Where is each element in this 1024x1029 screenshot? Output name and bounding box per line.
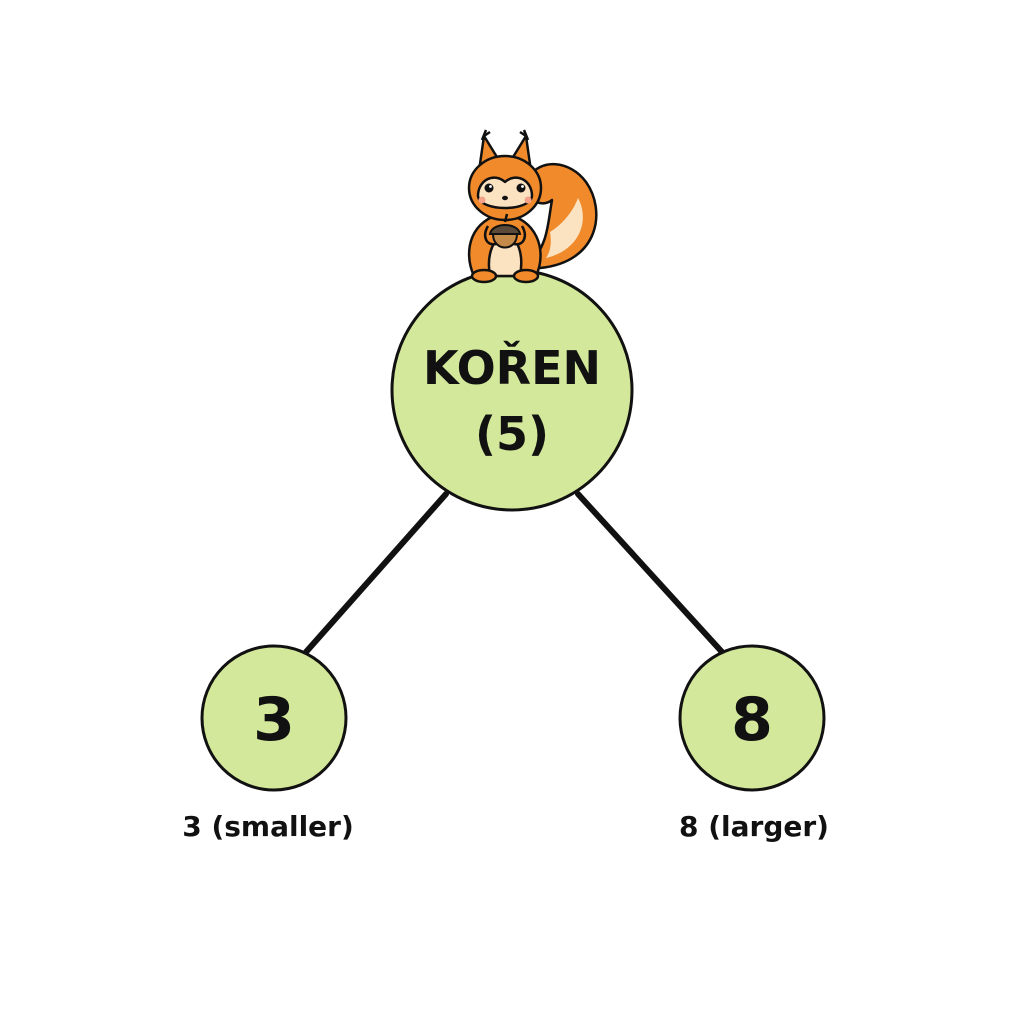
left-node-caption: 3 (smaller) — [182, 810, 354, 843]
root-node-label: KOŘEN — [423, 341, 601, 395]
edge-root-right — [575, 491, 725, 655]
left-node-circle — [200, 644, 348, 792]
right-node-circle — [678, 644, 826, 792]
edge-root-left — [303, 491, 449, 655]
right-node-value: 8 — [731, 685, 773, 755]
root-node: KOŘEN (5) — [390, 268, 634, 512]
right-node: 8 — [678, 644, 826, 792]
squirrel-icon — [467, 129, 598, 284]
acorn-icon — [488, 213, 522, 249]
right-node-caption: 8 (larger) — [679, 810, 829, 843]
left-node: 3 — [200, 644, 348, 792]
left-node-value: 3 — [253, 685, 295, 755]
root-node-value: (5) — [475, 407, 549, 461]
